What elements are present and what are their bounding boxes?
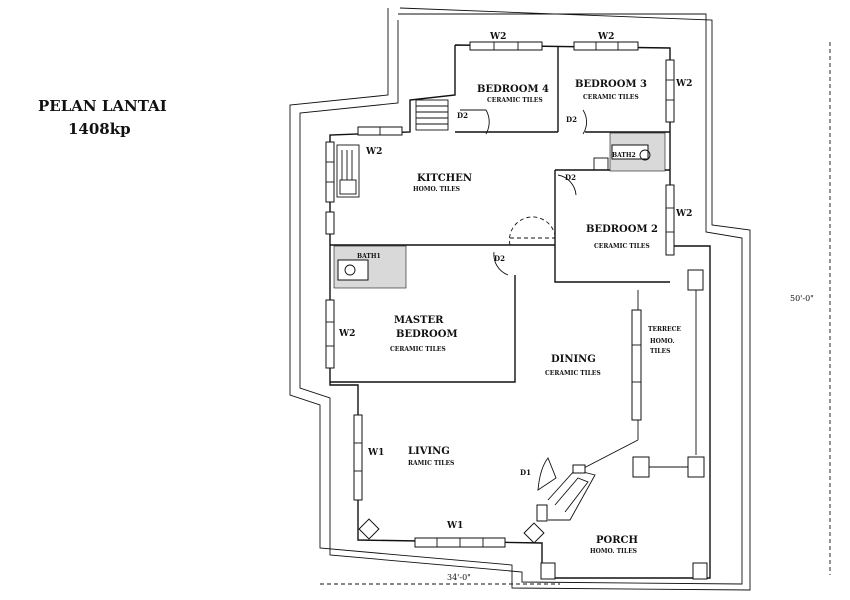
terrace-finish-2: TILES: [650, 348, 670, 355]
d2-bed3-label: D2: [566, 115, 577, 124]
w2-bed3-top-label: W2: [597, 32, 614, 42]
living-finish: RAMIC TILES: [408, 460, 454, 467]
master-label-1: MASTER: [394, 315, 444, 326]
d2-master-label: D2: [494, 254, 505, 263]
bath1-label: BATH1: [357, 253, 381, 260]
terrace-finish-1: HOMO.: [650, 338, 675, 345]
depth-dimension: 50'-0": [790, 294, 814, 303]
bedroom2-label: BEDROOM 2: [586, 224, 658, 235]
width-dimension: 34'-0": [447, 573, 471, 582]
w2-bed3-side-label: W2: [675, 79, 692, 89]
w1-living-bottom-label: W1: [446, 521, 463, 531]
plan-area: 1408kp: [68, 120, 131, 138]
porch-label: PORCH: [596, 535, 638, 546]
dimension-lines: [320, 42, 831, 585]
bath1-tiles: [333, 245, 407, 289]
dining-finish: CERAMIC TILES: [545, 370, 601, 377]
d2-bed4-label: D2: [457, 111, 468, 120]
living-label: LIVING: [408, 446, 450, 457]
stair: [415, 99, 449, 131]
bedroom4-label: BEDROOM 4: [477, 84, 549, 95]
w2-master-label: W2: [338, 329, 355, 339]
entry-steps: [537, 457, 596, 521]
master-label-2: BEDROOM: [396, 329, 458, 340]
bedroom3-finish: CERAMIC TILES: [583, 94, 639, 101]
bedroom3-label: BEDROOM 3: [575, 79, 647, 90]
outer-boundary: [289, 7, 751, 591]
terrace-label: TERRECE: [648, 326, 681, 333]
bedroom4-finish: CERAMIC TILES: [487, 97, 543, 104]
master-finish: CERAMIC TILES: [390, 346, 446, 353]
w2-bed2-label: W2: [675, 209, 692, 219]
building-walls: [329, 44, 711, 579]
w1-living-side-label: W1: [367, 448, 384, 458]
plan-title: PELAN LANTAI: [38, 97, 167, 115]
bath2-label: BATH2: [612, 152, 636, 159]
bedroom2-finish: CERAMIC TILES: [594, 243, 650, 250]
window-blocks: [325, 41, 675, 548]
porch-finish: HOMO. TILES: [590, 548, 637, 555]
w2-bed4-label: W2: [489, 32, 506, 42]
d1-entry-label: D1: [520, 468, 531, 477]
kitchen-sink: [336, 144, 360, 198]
dining-label: DINING: [551, 354, 596, 365]
kitchen-label: KITCHEN: [417, 173, 472, 184]
bay-corners: [358, 504, 548, 544]
bath2-tiles: [593, 132, 666, 172]
d2-bed2-label: D2: [565, 173, 576, 182]
door-swings: [460, 109, 587, 276]
porch-columns: [540, 269, 708, 580]
w2-kitchen-label: W2: [365, 147, 382, 157]
kitchen-finish: HOMO. TILES: [413, 186, 460, 193]
